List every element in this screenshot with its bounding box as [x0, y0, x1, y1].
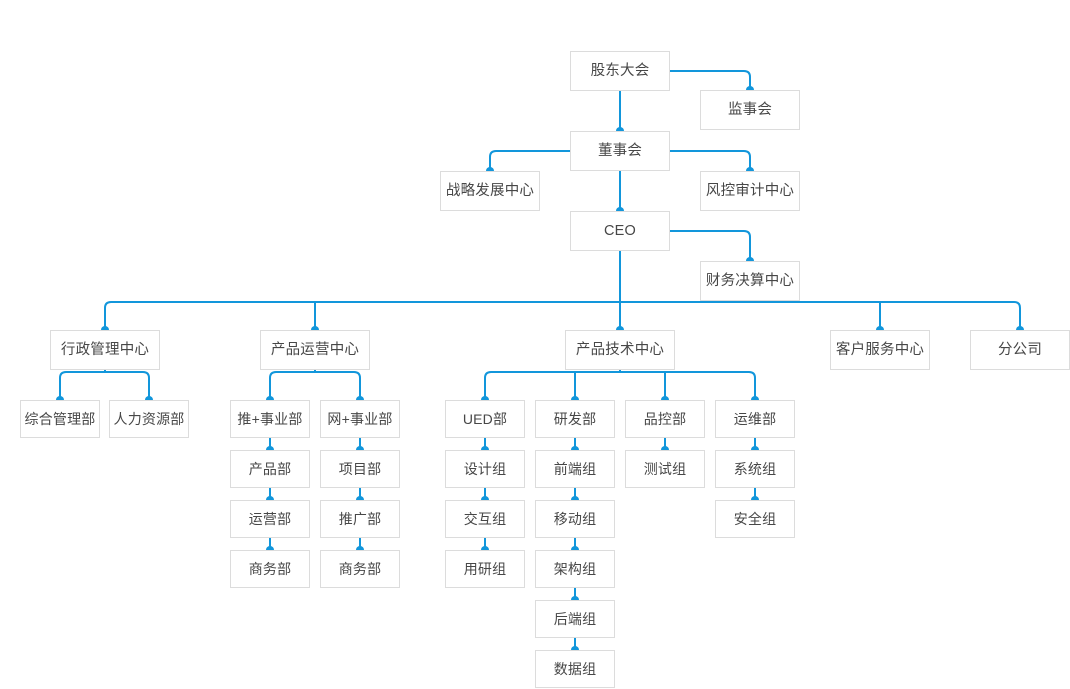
connector-行政管理中心-children-trunk [59, 371, 150, 400]
org-node-label: 用研组 [463, 561, 507, 577]
org-node-label: 行政管理中心 [60, 341, 150, 358]
org-node-商务部[interactable]: 商务部 [230, 550, 310, 588]
org-node-label: 研发部 [553, 411, 597, 427]
org-node-运维部[interactable]: 运维部 [715, 400, 795, 438]
org-node-数据组[interactable]: 数据组 [535, 650, 615, 688]
connector-ceo-to-财务决算中心 [670, 230, 751, 261]
org-node-行政管理中心[interactable]: 行政管理中心 [50, 330, 160, 370]
org-node-人力资源部[interactable]: 人力资源部 [109, 400, 189, 438]
org-node-label: 董事会 [597, 142, 643, 159]
org-node-研发部[interactable]: 研发部 [535, 400, 615, 438]
org-node-分公司[interactable]: 分公司 [970, 330, 1070, 370]
org-node-label: CEO [603, 222, 637, 239]
org-node-战略发展中心[interactable]: 战略发展中心 [440, 171, 540, 211]
connector-ceo-children-trunk [104, 301, 1021, 330]
org-node-推广部[interactable]: 推广部 [320, 500, 400, 538]
org-node-label: 财务决算中心 [705, 272, 795, 289]
org-node-label: 人力资源部 [113, 411, 185, 427]
org-node-商务部[interactable]: 商务部 [320, 550, 400, 588]
org-node-架构组[interactable]: 架构组 [535, 550, 615, 588]
org-node-label: 安全组 [733, 511, 777, 527]
org-node-安全组[interactable]: 安全组 [715, 500, 795, 538]
org-node-用研组[interactable]: 用研组 [445, 550, 525, 588]
org-node-label: 数据组 [553, 661, 597, 677]
org-node-label: 综合管理部 [24, 411, 96, 427]
org-node-label: 监事会 [727, 101, 773, 118]
org-node-label: 产品技术中心 [575, 341, 665, 358]
org-node-label: 商务部 [338, 561, 382, 577]
org-node-label: 运维部 [733, 411, 777, 427]
connector-董事会-to-战略发展中心 [489, 150, 570, 171]
org-node-风控审计中心[interactable]: 风控审计中心 [700, 171, 800, 211]
org-node-label: 后端组 [553, 611, 597, 627]
org-node-测试组[interactable]: 测试组 [625, 450, 705, 488]
org-node-label: 架构组 [553, 561, 597, 577]
connector-产品运营中心-children-trunk [269, 371, 361, 400]
org-node-label: 移动组 [553, 511, 597, 527]
org-node-label: 网+事业部 [327, 411, 393, 427]
org-node-label: 商务部 [248, 561, 292, 577]
org-node-ceo[interactable]: CEO [570, 211, 670, 251]
org-node-label: 产品运营中心 [270, 341, 360, 358]
org-node-产品部[interactable]: 产品部 [230, 450, 310, 488]
org-node-综合管理部[interactable]: 综合管理部 [20, 400, 100, 438]
connector-董事会-to-风控审计中心 [670, 150, 751, 171]
org-node-财务决算中心[interactable]: 财务决算中心 [700, 261, 800, 301]
org-node-股东大会[interactable]: 股东大会 [570, 51, 670, 91]
org-node-网+事业部[interactable]: 网+事业部 [320, 400, 400, 438]
org-node-label: 推+事业部 [237, 411, 303, 427]
org-node-产品技术中心[interactable]: 产品技术中心 [565, 330, 675, 370]
org-node-label: 战略发展中心 [445, 182, 535, 199]
org-node-董事会[interactable]: 董事会 [570, 131, 670, 171]
org-node-品控部[interactable]: 品控部 [625, 400, 705, 438]
org-node-产品运营中心[interactable]: 产品运营中心 [260, 330, 370, 370]
connector-产品技术中心-children-trunk [484, 371, 756, 400]
org-node-label: 推广部 [338, 511, 382, 527]
org-node-label: 品控部 [643, 411, 687, 427]
org-node-系统组[interactable]: 系统组 [715, 450, 795, 488]
org-node-label: 设计组 [463, 461, 507, 477]
org-node-前端组[interactable]: 前端组 [535, 450, 615, 488]
org-node-label: 测试组 [643, 461, 687, 477]
org-node-label: 股东大会 [590, 62, 650, 79]
org-node-后端组[interactable]: 后端组 [535, 600, 615, 638]
org-node-设计组[interactable]: 设计组 [445, 450, 525, 488]
org-node-推+事业部[interactable]: 推+事业部 [230, 400, 310, 438]
org-node-运营部[interactable]: 运营部 [230, 500, 310, 538]
org-node-label: 风控审计中心 [705, 182, 795, 199]
org-node-label: 前端组 [553, 461, 597, 477]
connector-股东大会-to-监事会 [670, 70, 751, 90]
org-node-label: 运营部 [248, 511, 292, 527]
org-node-监事会[interactable]: 监事会 [700, 90, 800, 130]
org-node-label: 产品部 [248, 461, 292, 477]
org-node-客户服务中心[interactable]: 客户服务中心 [830, 330, 930, 370]
org-node-label: 分公司 [997, 341, 1043, 358]
org-node-交互组[interactable]: 交互组 [445, 500, 525, 538]
org-node-label: 系统组 [733, 461, 777, 477]
org-node-label: 客户服务中心 [835, 341, 925, 358]
org-node-项目部[interactable]: 项目部 [320, 450, 400, 488]
org-node-ued部[interactable]: UED部 [445, 400, 525, 438]
org-node-移动组[interactable]: 移动组 [535, 500, 615, 538]
org-node-label: UED部 [462, 411, 508, 427]
org-node-label: 交互组 [463, 511, 507, 527]
org-node-label: 项目部 [338, 461, 382, 477]
